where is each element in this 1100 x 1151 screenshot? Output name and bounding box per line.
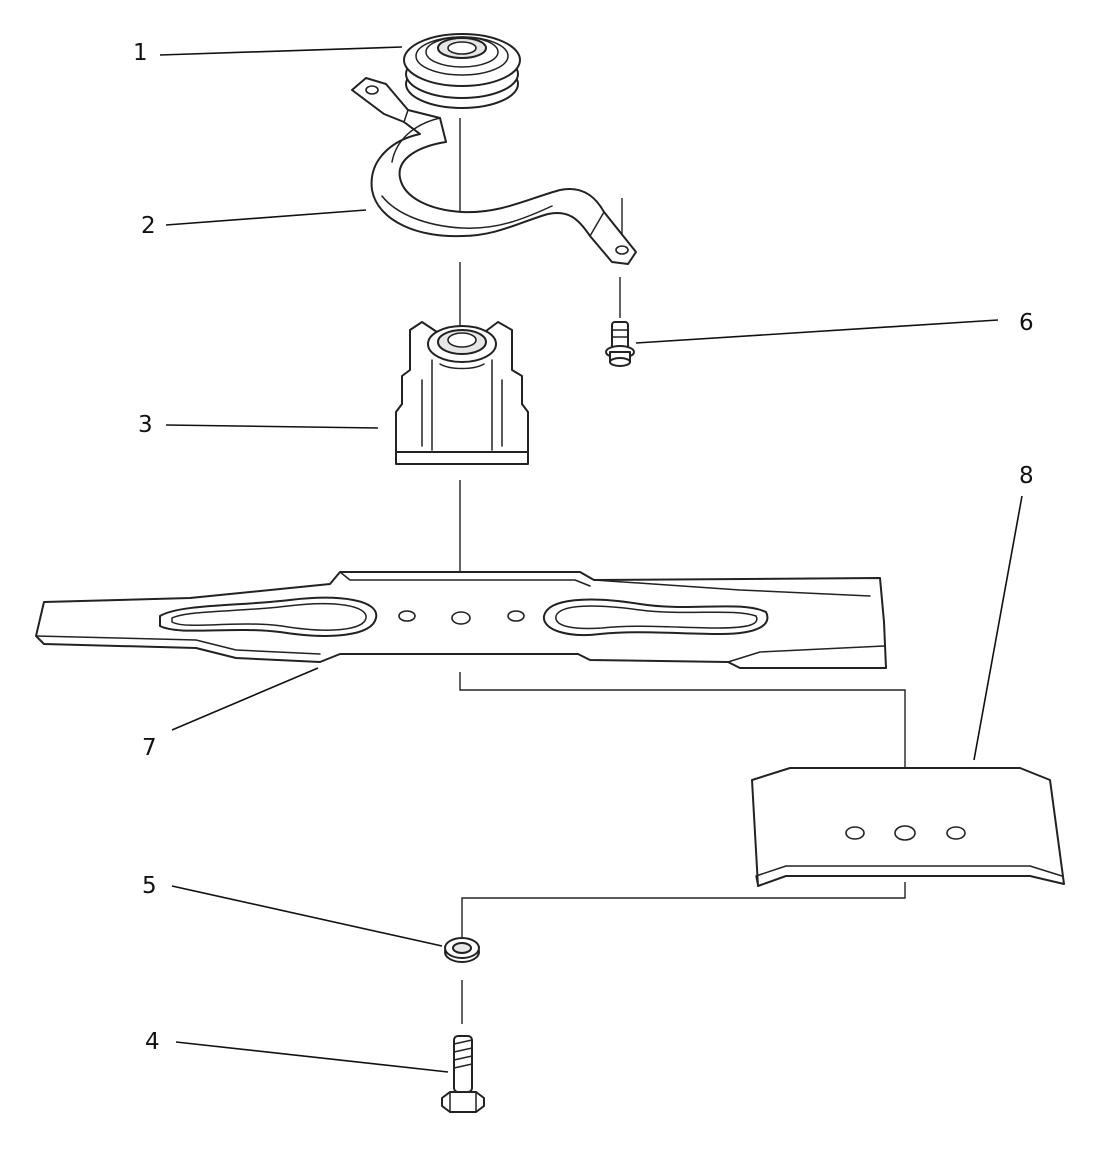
blade-bolt-part	[441, 1035, 485, 1113]
callout-labels: 1 2 3 4 5 6 7 8	[133, 40, 1034, 1055]
callout-3: 3	[138, 412, 153, 438]
belt-guide-part	[351, 77, 637, 265]
leader-2	[165, 209, 367, 226]
leader-3	[165, 424, 379, 429]
leader-5	[171, 885, 443, 947]
callout-1: 1	[133, 40, 148, 66]
callout-4: 4	[145, 1029, 160, 1055]
callout-5: 5	[142, 873, 157, 899]
callout-7: 7	[142, 735, 157, 761]
leader-7	[171, 667, 319, 731]
leader-6	[635, 319, 999, 344]
leader-8	[973, 495, 1023, 761]
callout-8: 8	[1019, 463, 1034, 489]
leader-1	[159, 46, 403, 56]
pulley-part	[403, 33, 521, 109]
screw-part	[605, 321, 635, 367]
blade-adapter-part	[395, 321, 529, 465]
callout-2: 2	[141, 213, 156, 239]
blade-part	[35, 571, 887, 669]
leader-4	[175, 1041, 449, 1073]
leader-lines	[159, 46, 1023, 1073]
callout-6: 6	[1019, 310, 1034, 336]
assembly-axis-lines	[459, 118, 906, 1024]
stiffener-plate-part	[751, 767, 1065, 887]
washer-part	[444, 937, 480, 963]
